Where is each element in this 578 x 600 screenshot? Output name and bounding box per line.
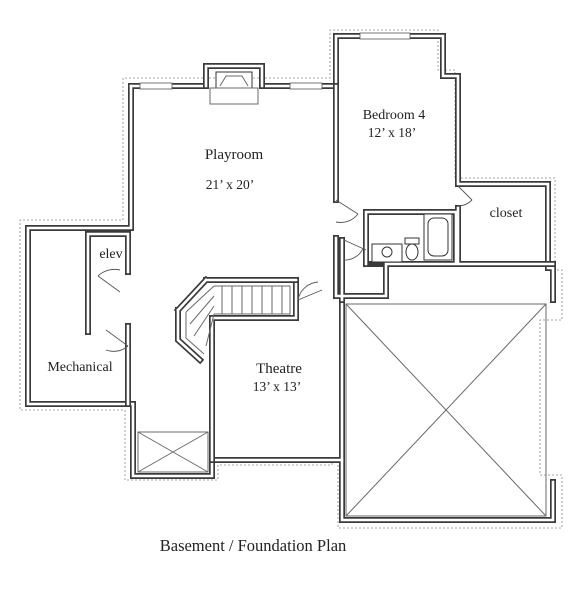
room-dims-playroom: 21’ x 20’: [206, 177, 255, 192]
small-crawlspace: [137, 431, 209, 473]
doors: [97, 185, 473, 352]
crawlspace-area: [345, 303, 547, 517]
room-name-playroom: Playroom: [205, 147, 264, 163]
room-name-theatre: Theatre: [256, 361, 302, 377]
room-labels: Playroom 21’ x 20’ Bedroom 4 12’ x 18’ c…: [47, 108, 522, 394]
windows: [139, 32, 411, 90]
room-name-mechanical: Mechanical: [47, 360, 112, 375]
room-dims-bedroom4: 12’ x 18’: [368, 125, 417, 140]
staircase: [173, 275, 299, 365]
footing-outline: [19, 29, 563, 529]
bath-fixtures: [371, 213, 453, 263]
fireplace: [203, 63, 265, 105]
room-name-elev: elev: [99, 247, 122, 262]
room-dims-theatre: 13’ x 13’: [253, 379, 302, 394]
room-name-closet: closet: [490, 206, 523, 221]
room-name-bedroom4: Bedroom 4: [363, 108, 426, 123]
interior-walls: [85, 83, 556, 463]
plan-title: Basement / Foundation Plan: [160, 536, 347, 555]
